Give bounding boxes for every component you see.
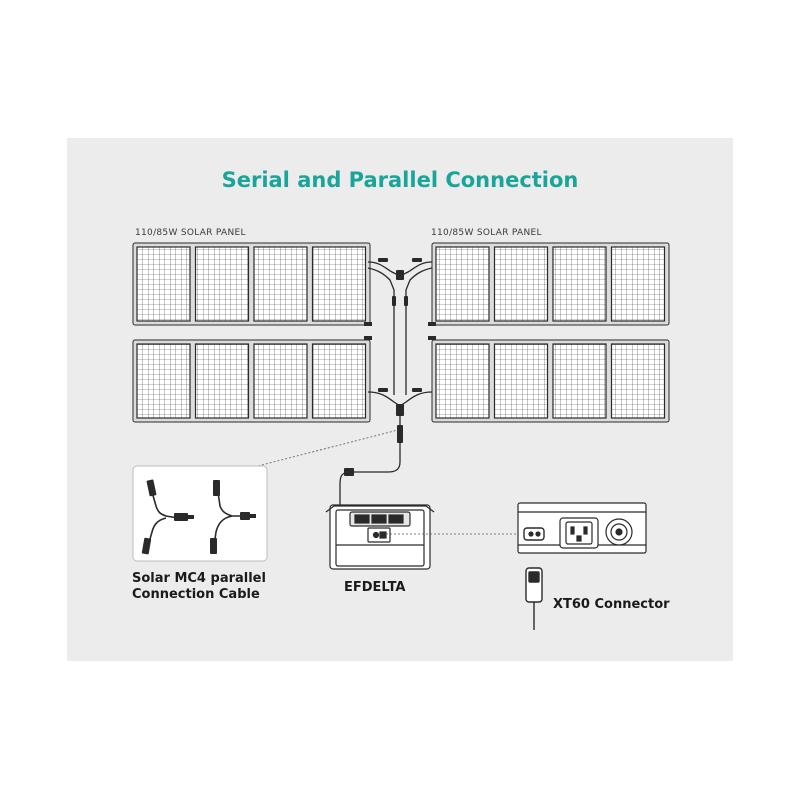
solar-cell-module: [435, 343, 490, 419]
solar-cell-module: [493, 343, 549, 419]
left-bottom-panel: [132, 339, 371, 423]
y-cable-left-connectors: [141, 479, 194, 555]
panel-wiring: [339, 261, 433, 508]
solar-cell-module: [136, 246, 191, 322]
xt60-plug-icon: [525, 567, 543, 630]
solar-cell-module: [253, 246, 308, 322]
mc4-connectors: [344, 258, 436, 476]
diagram-title: Serial and Parallel Connection: [221, 168, 579, 192]
cable-inset: [132, 465, 268, 562]
right-panel-label: 110/85W SOLAR PANEL: [431, 228, 542, 238]
solar-cell-module: [194, 343, 250, 419]
y-cable-right-icon: [213, 491, 242, 547]
solar-cell-module: [311, 343, 367, 419]
solar-cell-module: [610, 343, 666, 419]
y-cable-right-connectors: [210, 480, 256, 554]
y-cable-left-icon: [147, 491, 179, 547]
solar-cell-module: [610, 246, 666, 322]
leader-line: [257, 429, 399, 467]
solar-cell-module: [435, 246, 490, 322]
solar-cell-module: [493, 246, 549, 322]
solar-cell-module: [194, 246, 250, 322]
cable-caption-line2: Connection Cable: [132, 587, 260, 602]
right-top-panel: [431, 242, 670, 326]
connector-caption: XT60 Connector: [553, 597, 670, 612]
solar-cell-module: [311, 246, 367, 322]
xt60-closeup: [517, 502, 647, 554]
right-bottom-panel: [431, 339, 670, 423]
solar-cell-module: [136, 343, 191, 419]
efdelta-station: [325, 504, 435, 570]
cable-caption: Solar MC4 parallel Connection Cable: [132, 571, 266, 603]
left-top-panel: [132, 242, 371, 326]
left-panel-label: 110/85W SOLAR PANEL: [135, 228, 246, 238]
cable-caption-line1: Solar MC4 parallel: [132, 571, 266, 586]
station-caption: EFDELTA: [344, 580, 406, 595]
solar-cell-module: [253, 343, 308, 419]
solar-panels: [132, 242, 670, 423]
solar-cell-module: [552, 246, 607, 322]
solar-cell-module: [552, 343, 607, 419]
